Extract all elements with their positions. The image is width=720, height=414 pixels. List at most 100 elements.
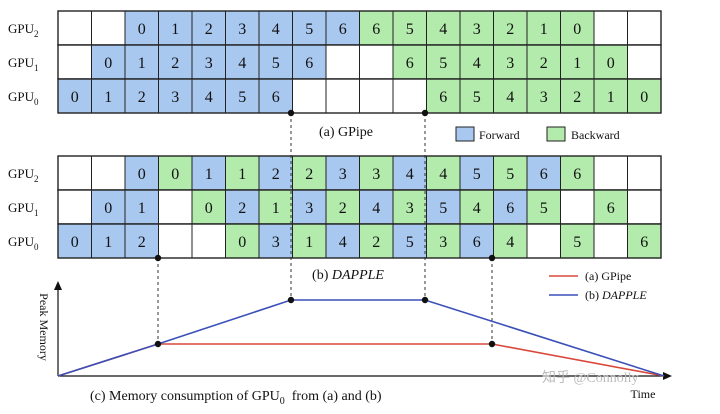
gpipe-cell-label: 5 [272, 55, 280, 72]
dapple-cell-e [57, 189, 92, 225]
dapple-cell-label: 0 [238, 234, 246, 251]
dapple-cell-label: 2 [372, 234, 380, 251]
gpipe-cell-label: 0 [640, 89, 648, 106]
dapple-cell-label: 3 [439, 234, 447, 251]
dapple-cell-label: 5 [540, 200, 548, 217]
gpipe-cell-e [593, 10, 628, 46]
gpipe-cell-e [91, 10, 126, 46]
dapple-cell-label: 0 [71, 234, 79, 251]
dapple-cell-label: 5 [573, 234, 581, 251]
dapple-cell-f [426, 189, 461, 225]
dot-gpipe-forward-end [287, 109, 295, 117]
gpipe-cell-label: 4 [205, 89, 213, 106]
dapple-cell-e [593, 223, 628, 259]
dapple-cell-label: 1 [104, 234, 112, 251]
gpipe-cell-e [325, 78, 360, 114]
gpipe-cell-label: 1 [171, 21, 179, 38]
dapple-cell-label: 5 [406, 234, 414, 251]
dapple-cell-label: 1 [205, 166, 213, 183]
dapple-cell-label: 4 [506, 234, 514, 251]
gpipe-cell-label: 3 [540, 89, 548, 106]
memory-dot-3 [421, 296, 429, 304]
gpipe-cell-label: 6 [339, 21, 347, 38]
dapple-cell-label: 6 [640, 234, 648, 251]
dapple-cell-label: 5 [439, 200, 447, 217]
gpipe-cell-label: 6 [372, 21, 380, 38]
dapple-cell-label: 4 [406, 166, 414, 183]
memory-x-label: Time [631, 387, 656, 401]
row-label-dapple-gpu0: GPU0 [8, 234, 39, 252]
dapple-cell-f [459, 155, 494, 191]
gpipe-cell-label: 5 [473, 89, 481, 106]
gpipe-cell-label: 1 [138, 55, 146, 72]
dapple-cell-label: 3 [272, 234, 280, 251]
dapple-cell-b [459, 189, 494, 225]
dapple-cell-b [392, 189, 427, 225]
gpipe-cell-label: 5 [439, 55, 447, 72]
gpipe-cell-label: 2 [506, 21, 514, 38]
memory-dot-2 [287, 296, 295, 304]
guide-dots [154, 109, 496, 262]
gpipe-cell-label: 1 [540, 21, 548, 38]
dapple-cell-label: 6 [607, 200, 615, 217]
dashed-guide-lines [157, 113, 493, 344]
dapple-cell-f [392, 223, 427, 259]
dot-gpipe-backward-start [421, 109, 429, 117]
gpipe-row-border [57, 78, 662, 114]
gpipe-cell-f [91, 44, 126, 80]
gpipe-cell-f [124, 78, 159, 114]
gpipe-cell-e [57, 44, 92, 80]
dapple-cell-e [627, 189, 662, 225]
legend-backward-swatch [546, 126, 566, 142]
dot-dapple-steady-end [488, 254, 496, 262]
gpipe-cell-label: 3 [171, 89, 179, 106]
gpipe-cell-f [158, 10, 193, 46]
dapple-cell-e [627, 155, 662, 191]
gpipe-cell-label: 2 [138, 89, 146, 106]
dapple-cell-b [627, 223, 662, 259]
dapple-cell-label: 5 [506, 166, 514, 183]
dapple-cell-e [526, 223, 561, 259]
gpipe-cell-label: 0 [71, 89, 79, 106]
gpipe-cell-label: 1 [104, 89, 112, 106]
gpipe-cell-label: 3 [506, 55, 514, 72]
dapple-cell-label: 6 [473, 234, 481, 251]
gpipe-cell-label: 1 [573, 55, 581, 72]
dapple-cell-f [258, 223, 293, 259]
gpipe-cell-b [359, 10, 394, 46]
gpipe-cell-label: 0 [573, 21, 581, 38]
dapple-cell-label: 3 [372, 166, 380, 183]
gpipe-cell-e [359, 44, 394, 80]
gpipe-cell-e [292, 78, 327, 114]
dapple-caption-prefix: (b) [312, 268, 332, 283]
gpipe-cell-label: 5 [238, 89, 246, 106]
dapple-cell-label: 1 [272, 200, 280, 217]
dapple-cell-label: 2 [339, 200, 347, 217]
legend-backward-label: Backward [571, 128, 620, 142]
gpipe-cell-label: 0 [138, 21, 146, 38]
gpipe-cell-e [57, 10, 92, 46]
dapple-cell-f [258, 155, 293, 191]
dapple-cell-f [459, 223, 494, 259]
dapple-cell-b [359, 223, 394, 259]
dapple-cell-e [560, 189, 595, 225]
dapple-cell-label: 2 [305, 166, 313, 183]
dapple-cell-label: 4 [339, 234, 347, 251]
dapple-cell-label: 0 [104, 200, 112, 217]
row-label-gpipe-gpu2: GPU2 [8, 21, 39, 39]
dapple-cell-label: 5 [473, 166, 481, 183]
dapple-cell-b [158, 155, 193, 191]
dapple-cell-label: 4 [439, 166, 447, 183]
memory-chart: Peak Memory Time (a) GPipe (b) DAPPLE (c… [37, 269, 672, 407]
memory-legend: (a) GPipe (b) DAPPLE [549, 269, 647, 302]
gpipe-cell-label: 6 [406, 55, 414, 72]
schedule-legend: Forward Backward [455, 126, 620, 142]
dapple-cell-label: 4 [372, 200, 380, 217]
gpipe-cell-label: 1 [607, 89, 615, 106]
dapple-cell-label: 0 [171, 166, 179, 183]
dapple-caption: (b) DAPPLE [312, 268, 384, 283]
gpipe-cell-label: 2 [540, 55, 548, 72]
dapple-cell-label: 3 [406, 200, 414, 217]
dapple-caption-name: DAPPLE [331, 268, 385, 283]
